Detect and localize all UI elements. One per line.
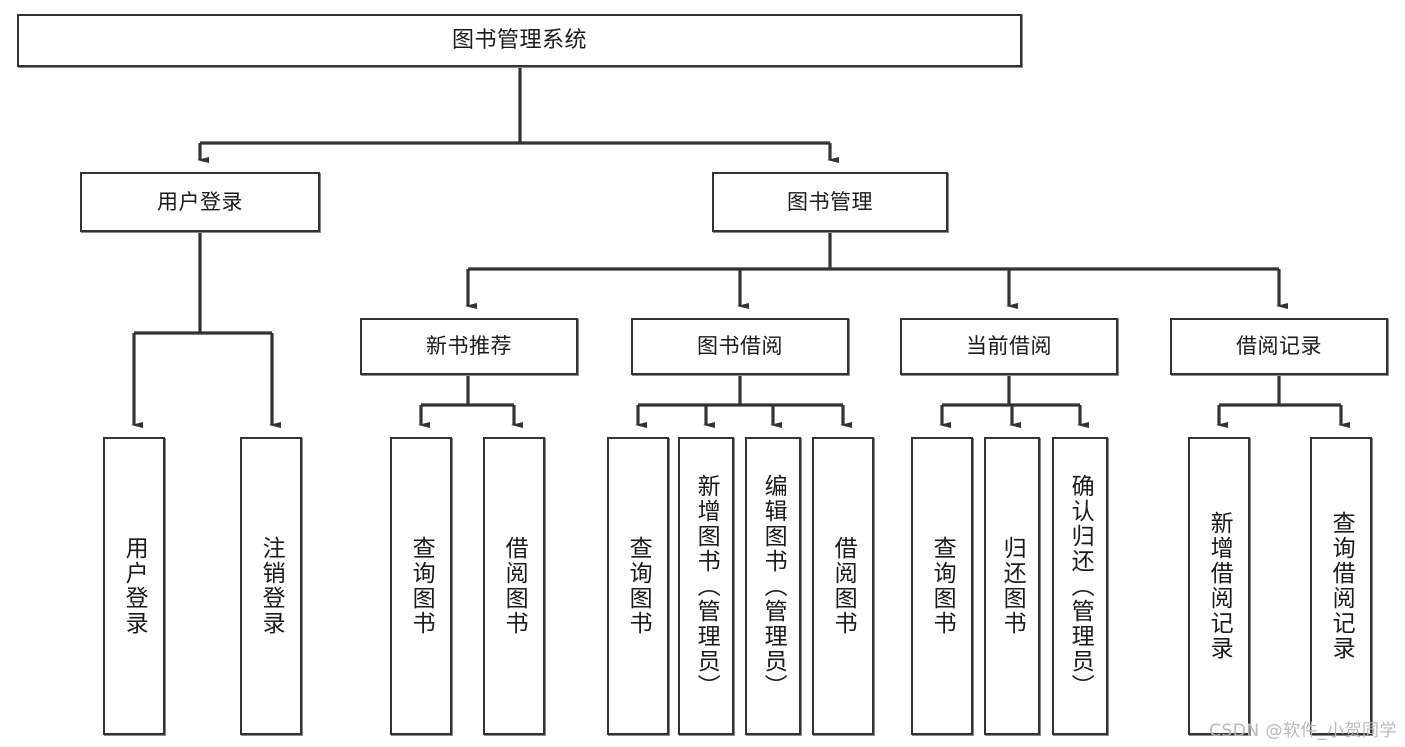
node-book-borrow[interactable]: 图书借阅 [631, 318, 849, 375]
leaf-borrow-book-2[interactable]: 借阅图书 [812, 437, 874, 735]
leaf-add-borrow-record[interactable]: 新增借阅记录 [1188, 437, 1250, 735]
node-label: 查询图书 [408, 536, 435, 636]
leaf-query-borrow-record[interactable]: 查询借阅记录 [1310, 437, 1372, 735]
leaf-edit-book-admin[interactable]: 编辑图书（管理员） [745, 437, 801, 735]
node-label: 查询图书 [929, 536, 956, 636]
node-current-borrow[interactable]: 当前借阅 [900, 318, 1118, 375]
node-label: 当前借阅 [966, 334, 1052, 359]
node-label: 图书借阅 [697, 334, 783, 359]
leaf-borrow-book-1[interactable]: 借阅图书 [483, 437, 545, 735]
csdn-watermark: CSDN @软件_小贺同学 [1209, 721, 1397, 741]
node-user-login[interactable]: 用户登录 [80, 172, 320, 232]
node-label: 图书管理 [787, 189, 873, 214]
node-label: 借阅记录 [1236, 334, 1322, 359]
node-label: 借阅图书 [501, 536, 528, 636]
leaf-query-book-2[interactable]: 查询图书 [607, 437, 669, 735]
leaf-query-book-1[interactable]: 查询图书 [390, 437, 452, 735]
node-book-manage[interactable]: 图书管理 [712, 172, 948, 232]
node-label: 编辑图书（管理员） [760, 473, 787, 699]
node-label: 图书管理系统 [451, 27, 587, 53]
leaf-add-book-admin[interactable]: 新增图书（管理员） [678, 437, 734, 735]
node-label: 新增图书（管理员） [693, 473, 720, 699]
node-label: 新增借阅记录 [1206, 511, 1233, 661]
node-label: 查询借阅记录 [1328, 511, 1355, 661]
leaf-logout[interactable]: 注销登录 [240, 437, 302, 735]
node-label: 新书推荐 [426, 334, 512, 359]
node-label: 用户登录 [121, 536, 148, 636]
leaf-confirm-return-admin[interactable]: 确认归还（管理员） [1052, 437, 1108, 735]
leaf-return-book[interactable]: 归还图书 [984, 437, 1040, 735]
leaf-query-book-3[interactable]: 查询图书 [911, 437, 973, 735]
node-new-book-recommend[interactable]: 新书推荐 [360, 318, 578, 375]
node-label: 查询图书 [625, 536, 652, 636]
leaf-user-login[interactable]: 用户登录 [103, 437, 165, 735]
node-label: 注销登录 [258, 536, 285, 636]
node-label: 归还图书 [999, 536, 1026, 636]
node-label: 借阅图书 [830, 536, 857, 636]
node-borrow-record[interactable]: 借阅记录 [1170, 318, 1388, 375]
node-label: 用户登录 [157, 189, 243, 214]
node-root-system[interactable]: 图书管理系统 [17, 14, 1022, 67]
node-label: 确认归还（管理员） [1067, 473, 1094, 699]
